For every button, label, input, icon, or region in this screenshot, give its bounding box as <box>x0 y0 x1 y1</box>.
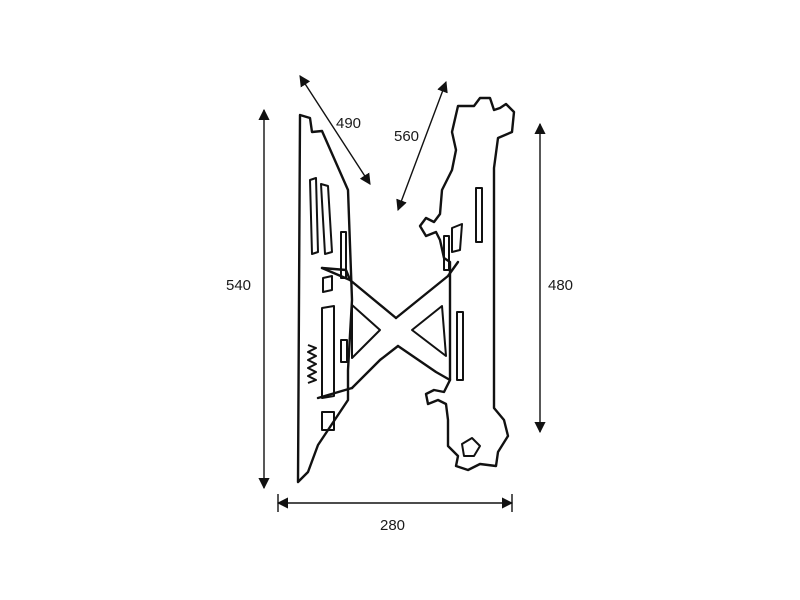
arm-triangle-right <box>411 305 447 357</box>
right-rail-slot-upper-2 <box>451 223 463 253</box>
arm-cross-link <box>320 266 352 282</box>
arm-triangle-left <box>351 304 381 359</box>
dimension-label-diagonal-right: 560 <box>394 128 419 145</box>
dimension-label-diagonal-left: 490 <box>336 115 361 132</box>
dimension-diagonal-left: 490 <box>299 75 371 185</box>
right-rail-slot-lower <box>456 311 464 381</box>
right-rail-hook <box>461 437 481 457</box>
left-rail-slot-lower <box>321 305 335 399</box>
arm-link-lower <box>316 386 354 400</box>
arm-upper-right <box>394 260 460 320</box>
right-rail-slot-upper <box>475 187 483 243</box>
left-rail-slot-upper <box>309 177 319 255</box>
arm-lower-left <box>350 344 400 390</box>
left-rail-slot-lower-2 <box>340 339 348 363</box>
left-rail-slot-upper-2 <box>320 183 333 255</box>
left-rail <box>296 113 354 484</box>
dimension-height-right: 480 <box>534 122 573 434</box>
dimension-label-height-left: 540 <box>226 277 251 294</box>
dimension-width-bottom: 280 <box>276 494 514 534</box>
left-rail-notch-top <box>322 275 333 293</box>
ratchet-teeth <box>307 344 317 384</box>
right-rail <box>418 96 516 472</box>
dimension-label-width-bottom: 280 <box>380 517 405 534</box>
right-rail-slot-upper-3 <box>443 235 450 271</box>
left-rail-outline <box>296 113 354 484</box>
right-rail-outline <box>418 96 516 472</box>
dimension-diagonal-right: 560 <box>394 80 448 212</box>
dimension-label-height-right: 480 <box>548 277 573 294</box>
left-rail-notch-bottom <box>321 411 335 431</box>
arm-lower-right <box>396 344 452 382</box>
scissor-arms <box>316 260 460 400</box>
dimension-height-left: 540 <box>226 108 270 490</box>
